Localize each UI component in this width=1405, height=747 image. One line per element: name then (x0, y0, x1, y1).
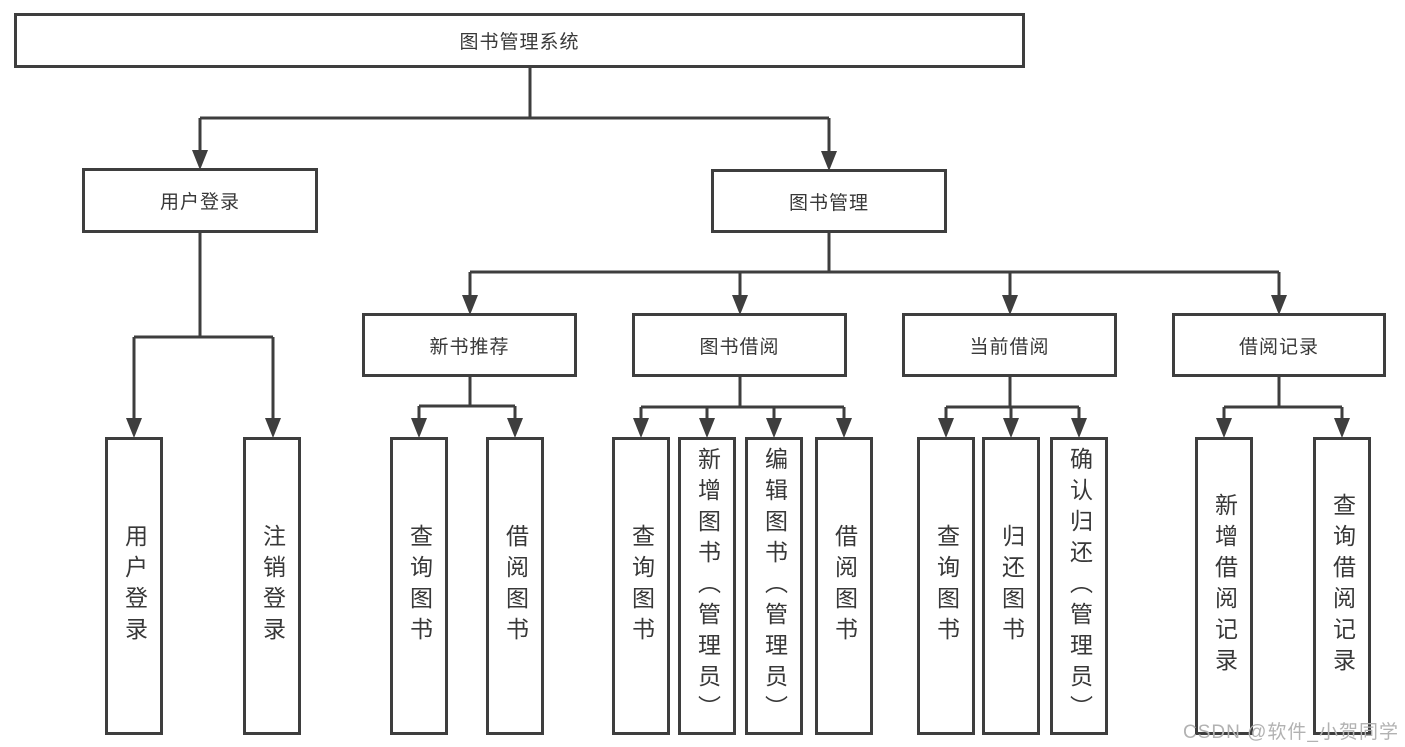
node-book-borrowing-label: 图书借阅 (699, 336, 780, 358)
leaf-current-query-books-label: 查询图书 (933, 524, 960, 648)
leaf-borrowing-edit-books-admin-label: 编辑图书（管理员） (761, 446, 788, 726)
node-current-borrowing-label: 当前借阅 (969, 336, 1050, 358)
node-new-book-recommend-label: 新书推荐 (429, 336, 510, 358)
leaf-current-return-books-label: 归还图书 (998, 524, 1025, 648)
node-borrow-records-label: 借阅记录 (1238, 336, 1319, 358)
node-book-management-label: 图书管理 (788, 192, 869, 214)
leaf-logout-label: 注销登录 (259, 524, 286, 648)
leaf-current-return-books: 归还图书 (982, 437, 1040, 735)
node-user-login-label: 用户登录 (159, 192, 240, 213)
leaf-records-add-record-label: 新增借阅记录 (1211, 493, 1238, 679)
leaf-borrowing-query-books-label: 查询图书 (628, 524, 655, 648)
node-book-borrowing: 图书借阅 (632, 313, 847, 377)
node-book-management: 图书管理 (711, 169, 947, 233)
leaf-borrowing-borrow-books: 借阅图书 (815, 437, 873, 735)
leaf-user-login-label: 用户登录 (121, 524, 148, 648)
leaf-borrowing-borrow-books-label: 借阅图书 (831, 524, 858, 648)
arrowheads (126, 150, 1350, 438)
node-library-system-label: 图书管理系统 (459, 32, 580, 53)
leaf-current-query-books: 查询图书 (917, 437, 975, 735)
leaf-borrowing-add-books-admin: 新增图书（管理员） (678, 437, 736, 735)
csdn-watermark: CSDN @软件_小贺同学 (1183, 722, 1399, 743)
leaf-recommend-borrow-books-label: 借阅图书 (502, 524, 529, 648)
leaf-recommend-query-books-label: 查询图书 (406, 524, 433, 648)
node-new-book-recommend: 新书推荐 (362, 313, 577, 377)
leaf-borrowing-add-books-admin-label: 新增图书（管理员） (694, 446, 721, 726)
leaf-records-query-record-label: 查询借阅记录 (1329, 493, 1356, 679)
leaf-user-login: 用户登录 (105, 437, 163, 735)
node-user-login: 用户登录 (82, 168, 318, 233)
node-current-borrowing: 当前借阅 (902, 313, 1117, 377)
node-library-system: 图书管理系统 (14, 13, 1025, 68)
leaf-borrowing-query-books: 查询图书 (612, 437, 670, 735)
node-borrow-records: 借阅记录 (1172, 313, 1386, 377)
leaf-recommend-query-books: 查询图书 (390, 437, 448, 735)
leaf-recommend-borrow-books: 借阅图书 (486, 437, 544, 735)
leaf-borrowing-edit-books-admin: 编辑图书（管理员） (745, 437, 803, 735)
leaf-current-confirm-return-admin: 确认归还（管理员） (1050, 437, 1108, 735)
leaf-current-confirm-return-admin-label: 确认归还（管理员） (1066, 446, 1093, 726)
leaf-records-query-record: 查询借阅记录 (1313, 437, 1371, 735)
leaf-logout: 注销登录 (243, 437, 301, 735)
leaf-records-add-record: 新增借阅记录 (1195, 437, 1253, 735)
